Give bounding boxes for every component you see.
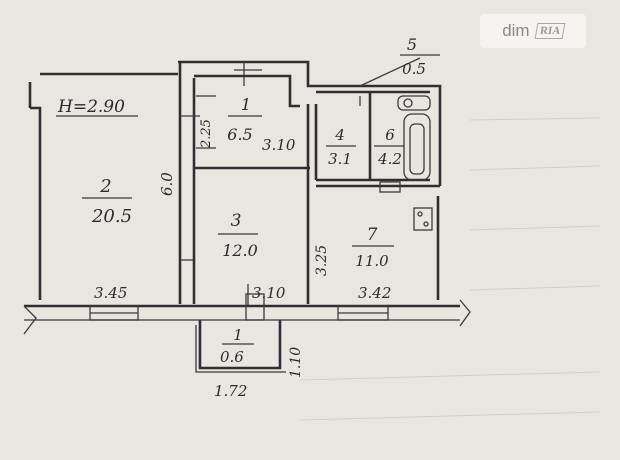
room4-number: 4 [334,126,345,144]
watermark-sub: RIA [534,23,566,39]
room2-area: 20.5 [91,206,132,227]
dim-room2-width: 3.45 [94,284,127,302]
balcony-area: 0.6 [220,348,244,366]
dim-hall-width: 3.10 [262,136,296,154]
balcony-number: 1 [233,326,243,344]
dim-room7-width: 3.42 [358,284,391,302]
room4-area: 3.1 [328,150,352,168]
stove-fixture [413,207,433,231]
room6-area: 4.2 [377,150,402,168]
room3-number: 3 [231,211,242,231]
room5-leader [359,57,421,87]
room7-area: 11.0 [355,252,389,270]
room6-number: 6 [385,126,395,144]
dim-room3-width: 3.10 [252,284,286,302]
dim-room2-height: 6.0 [158,172,176,196]
interior-walls [178,62,440,304]
room3-area: 12.0 [222,241,258,260]
watermark-logo: dim RIA [480,14,586,48]
balcony [195,320,286,373]
ceiling-height-label: H=2.90 [57,97,125,117]
room5-area: 0.5 [402,60,426,78]
sink-fixture [397,95,431,111]
dim-balcony-depth: 1.10 [288,347,304,378]
toilet-fixture [379,181,401,193]
bathtub-fixture [403,113,431,181]
dim-balcony-width: 1.72 [214,382,247,400]
room7-number: 7 [367,225,378,245]
room1-area: 6.5 [227,125,252,144]
watermark-brand: dim [502,21,530,40]
background-scribbles [299,117,601,421]
room5-number: 5 [407,35,417,54]
dim-room7-height: 3.25 [314,245,330,276]
dimension-marks [196,95,249,306]
room1-number: 1 [241,95,251,114]
room2-number: 2 [99,176,111,197]
windows [89,293,389,321]
dim-hall-height: 2.25 [199,119,214,149]
